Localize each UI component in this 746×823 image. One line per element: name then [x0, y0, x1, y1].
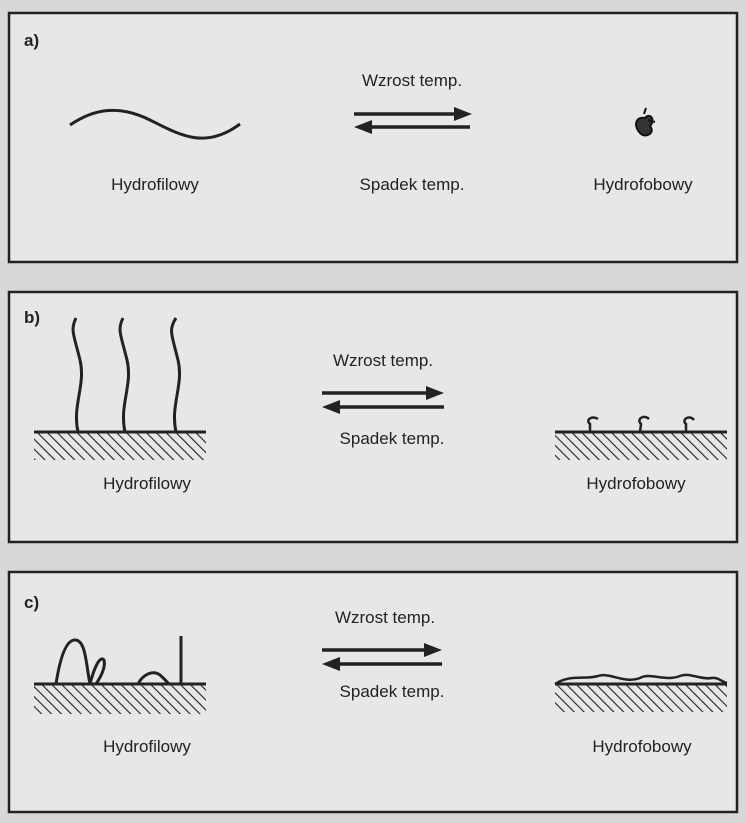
panel-c-arrow-bottom: Spadek temp. — [340, 682, 445, 701]
panel-a: a) Wzrost temp. Spadek temp. Hydrofilowy… — [9, 13, 737, 262]
panel-b-arrow-bottom: Spadek temp. — [340, 429, 445, 448]
panel-b-arrow-top: Wzrost temp. — [333, 351, 433, 370]
substrate-c-left — [34, 684, 206, 714]
panel-a-right-label: Hydrofobowy — [593, 175, 693, 194]
substrate-c-right — [555, 684, 727, 712]
panel-a-frame — [9, 13, 737, 262]
substrate-b-left — [34, 432, 206, 460]
panel-b-right-label: Hydrofobowy — [586, 474, 686, 493]
panel-a-label: a) — [24, 31, 39, 50]
panel-c-arrow-top: Wzrost temp. — [335, 608, 435, 627]
substrate-b-right — [555, 432, 727, 460]
panel-b-left-label: Hydrofilowy — [103, 474, 191, 493]
panel-b-label: b) — [24, 308, 40, 327]
panel-c-label: c) — [24, 593, 39, 612]
panel-a-arrow-bottom: Spadek temp. — [360, 175, 465, 194]
panel-b: b) Wzrost temp. Spadek temp. Hydrofilowy — [9, 292, 737, 542]
panel-a-left-label: Hydrofilowy — [111, 175, 199, 194]
panel-c-right-label: Hydrofobowy — [592, 737, 692, 756]
panel-a-arrow-top: Wzrost temp. — [362, 71, 462, 90]
panel-c-left-label: Hydrofilowy — [103, 737, 191, 756]
panel-b-frame — [9, 292, 737, 542]
panel-c: c) Wzrost temp. Spadek temp. Hydrofilowy… — [9, 572, 737, 812]
